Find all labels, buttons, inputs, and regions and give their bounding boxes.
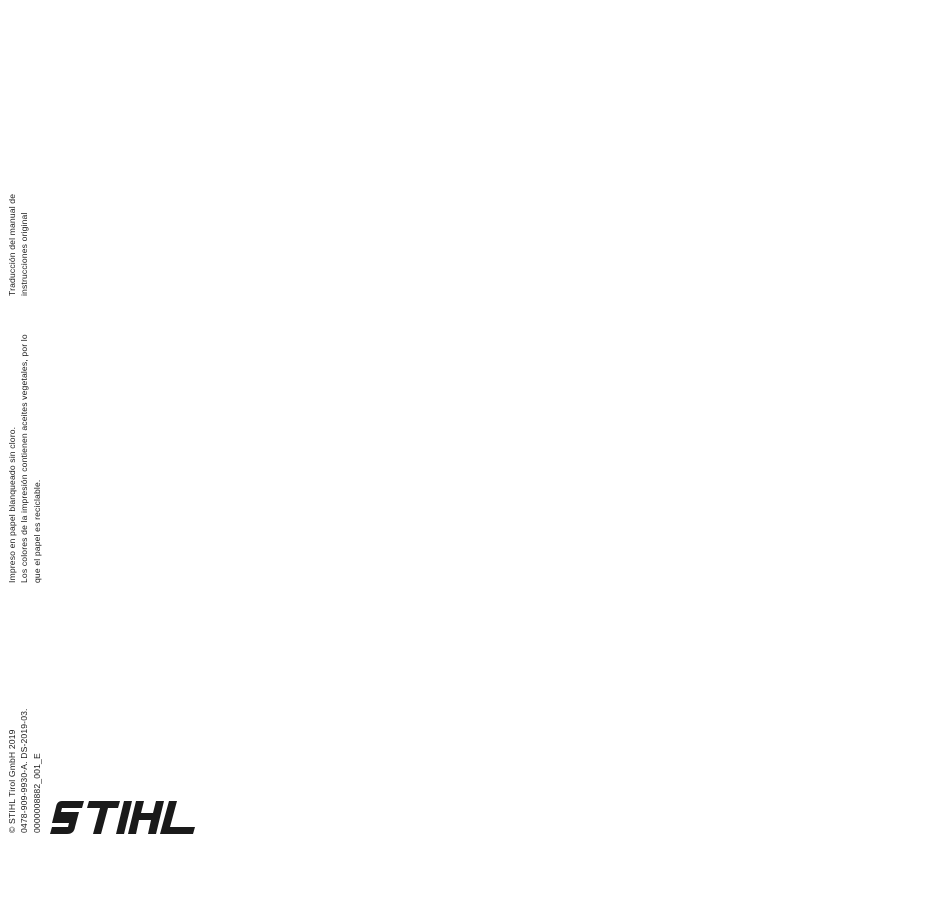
translation-note-line-2: instrucciones original xyxy=(18,194,30,296)
paper-note: Impreso en papel blanqueado sin cloro. L… xyxy=(6,334,43,583)
copyright-block: © STIHL Tirol GmbH 2019 0478-909-9930-A.… xyxy=(6,708,43,833)
paper-note-line-1: Impreso en papel blanqueado sin cloro. xyxy=(6,334,18,583)
translation-note: Traducción del manual de instrucciones o… xyxy=(6,194,31,296)
part-number-line: 0478-909-9930-A. DS-2019-03. xyxy=(18,708,30,833)
translation-note-line-1: Traducción del manual de xyxy=(6,194,18,296)
document-code-line: 0000008882_001_E xyxy=(31,708,43,833)
paper-note-line-2: Los colores de la impresión contienen ac… xyxy=(18,334,30,583)
stihl-logo xyxy=(50,801,195,834)
copyright-line: © STIHL Tirol GmbH 2019 xyxy=(6,708,18,833)
paper-note-line-3: que el papel es reciclable. xyxy=(31,334,43,583)
